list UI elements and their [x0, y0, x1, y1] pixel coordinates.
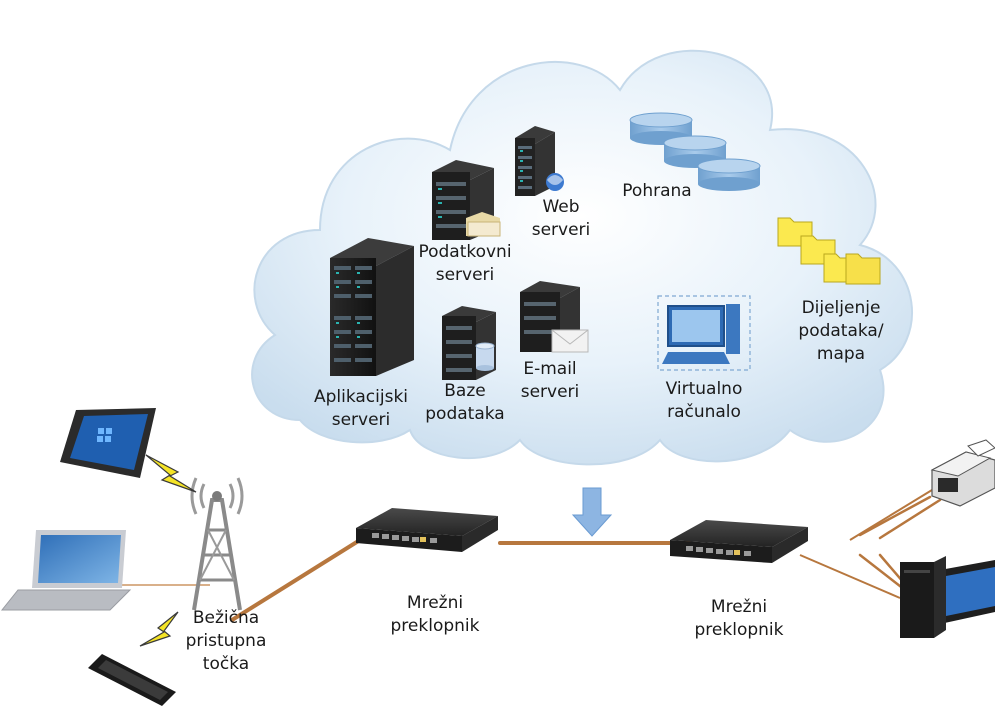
wireless-signal-icon: [139, 454, 197, 647]
right-cable-printer: [849, 489, 933, 541]
label-line: E-mail: [523, 359, 577, 379]
label-switch-left: Mrežni preklopnik: [380, 592, 490, 638]
label-line: serveri: [435, 265, 495, 285]
storage-disk: [697, 158, 761, 191]
wireless-tower-icon: [190, 477, 244, 611]
label-line: Dijeljenje: [801, 298, 881, 318]
tablet-icon: [60, 408, 156, 478]
application-server-icon: [330, 238, 414, 376]
envelope-icon: [551, 329, 589, 353]
database-server-icon: [442, 306, 496, 380]
storage-icon: [629, 112, 761, 191]
web-server-icon: [515, 126, 564, 196]
label-web-servers: Web serveri: [526, 196, 596, 242]
label-switch-right: Mrežni preklopnik: [684, 596, 794, 642]
virtual-computer-icon: [657, 295, 751, 371]
label-line: Podatkovni: [418, 242, 512, 262]
label-line: Web: [542, 197, 580, 217]
network-switch-left: [356, 508, 498, 552]
label-line: serveri: [331, 410, 391, 430]
label-line: pristupna: [185, 631, 267, 651]
label-line: podataka/: [798, 321, 884, 341]
label-line: Mrežni: [406, 593, 464, 613]
label-line: Aplikacijski: [313, 387, 409, 407]
smartphone-icon: [88, 654, 176, 706]
label-line: Mrežni: [710, 597, 768, 617]
label-line: podataka: [425, 404, 505, 424]
label-line: preklopnik: [694, 620, 784, 640]
laptop-icon: [0, 530, 132, 611]
label-line: preklopnik: [390, 616, 480, 636]
windows-logo-icon: [97, 428, 112, 442]
label-line: Bežična: [192, 608, 260, 628]
label-line: računalo: [667, 402, 741, 422]
label-line: Pohrana: [622, 181, 692, 201]
label-line: Virtualno: [665, 379, 743, 399]
label-file-servers: Podatkovni serveri: [414, 241, 516, 287]
file-server-icon: [432, 160, 501, 240]
label-databases: Baze podataka: [420, 380, 510, 426]
network-switch-right: [670, 520, 808, 563]
label-line: točka: [202, 654, 250, 674]
label-storage: Pohrana: [612, 180, 702, 203]
label-line: Baze: [444, 381, 486, 401]
label-line: mapa: [816, 344, 866, 364]
cloud: [251, 49, 913, 466]
storage-disk: [663, 135, 727, 168]
label-virtual-computer: Virtualno računalo: [656, 378, 752, 424]
label-access-point: Bežična pristupna točka: [180, 607, 272, 676]
label-line: serveri: [520, 382, 580, 402]
right-cable-pc: [799, 554, 901, 599]
label-application-servers: Aplikacijski serveri: [306, 386, 416, 432]
desktop-computer-icon: [900, 556, 995, 638]
label-email-servers: E-mail serveri: [510, 358, 590, 404]
cloud-down-arrow: [571, 487, 613, 537]
database-icon: [475, 342, 495, 371]
label-data-sharing: Dijeljenje podataka/ mapa: [790, 297, 892, 366]
label-line: serveri: [531, 220, 591, 240]
cables: [230, 495, 942, 622]
printer-icon: [930, 439, 995, 507]
folder-icon: [466, 212, 501, 237]
email-server-icon: [520, 281, 589, 353]
shared-folders-icon: [777, 217, 881, 285]
